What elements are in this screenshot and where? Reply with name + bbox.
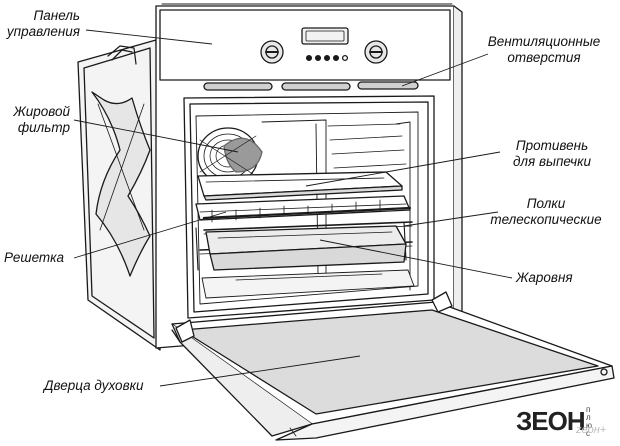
label-oven-door: Дверца духовки — [44, 378, 144, 393]
leader-grease-filter — [73, 119, 239, 153]
logo-main-text: ЗЕОН — [516, 406, 586, 436]
oven-side-panel — [77, 39, 161, 351]
brand-logo: ЗЕОН плюс zeон+ — [516, 404, 616, 440]
wire-rack — [195, 195, 412, 223]
roasting-pan — [205, 225, 407, 271]
oven-floor — [201, 269, 415, 299]
label-grill: Решетка — [4, 250, 65, 265]
logo-sub-text: zeон+ — [576, 424, 607, 436]
leader-roasting-pan — [319, 239, 513, 279]
leader-vents — [401, 53, 489, 87]
label-control-panel: Панель управления — [6, 8, 80, 39]
control-panel — [260, 27, 388, 64]
label-grease-filter: Жировой фильтр — [13, 104, 70, 135]
label-vents: Вентиляционные отверстия — [487, 34, 601, 65]
leader-oven-door — [159, 355, 361, 387]
leader-baking-tray — [305, 151, 501, 187]
vent-slots — [203, 81, 419, 91]
label-baking-tray: Противень для выпечки — [512, 138, 592, 169]
leader-grill — [73, 211, 227, 259]
label-roasting-pan: Жаровня — [516, 270, 573, 285]
leader-lines — [73, 29, 513, 387]
oven-door — [171, 291, 615, 441]
leader-control-panel — [85, 29, 213, 45]
label-telescopic-shelves: Полки телескопические — [490, 196, 602, 227]
logo-side-text: плюс — [586, 405, 592, 438]
leader-telescopic-shelves — [403, 211, 499, 227]
